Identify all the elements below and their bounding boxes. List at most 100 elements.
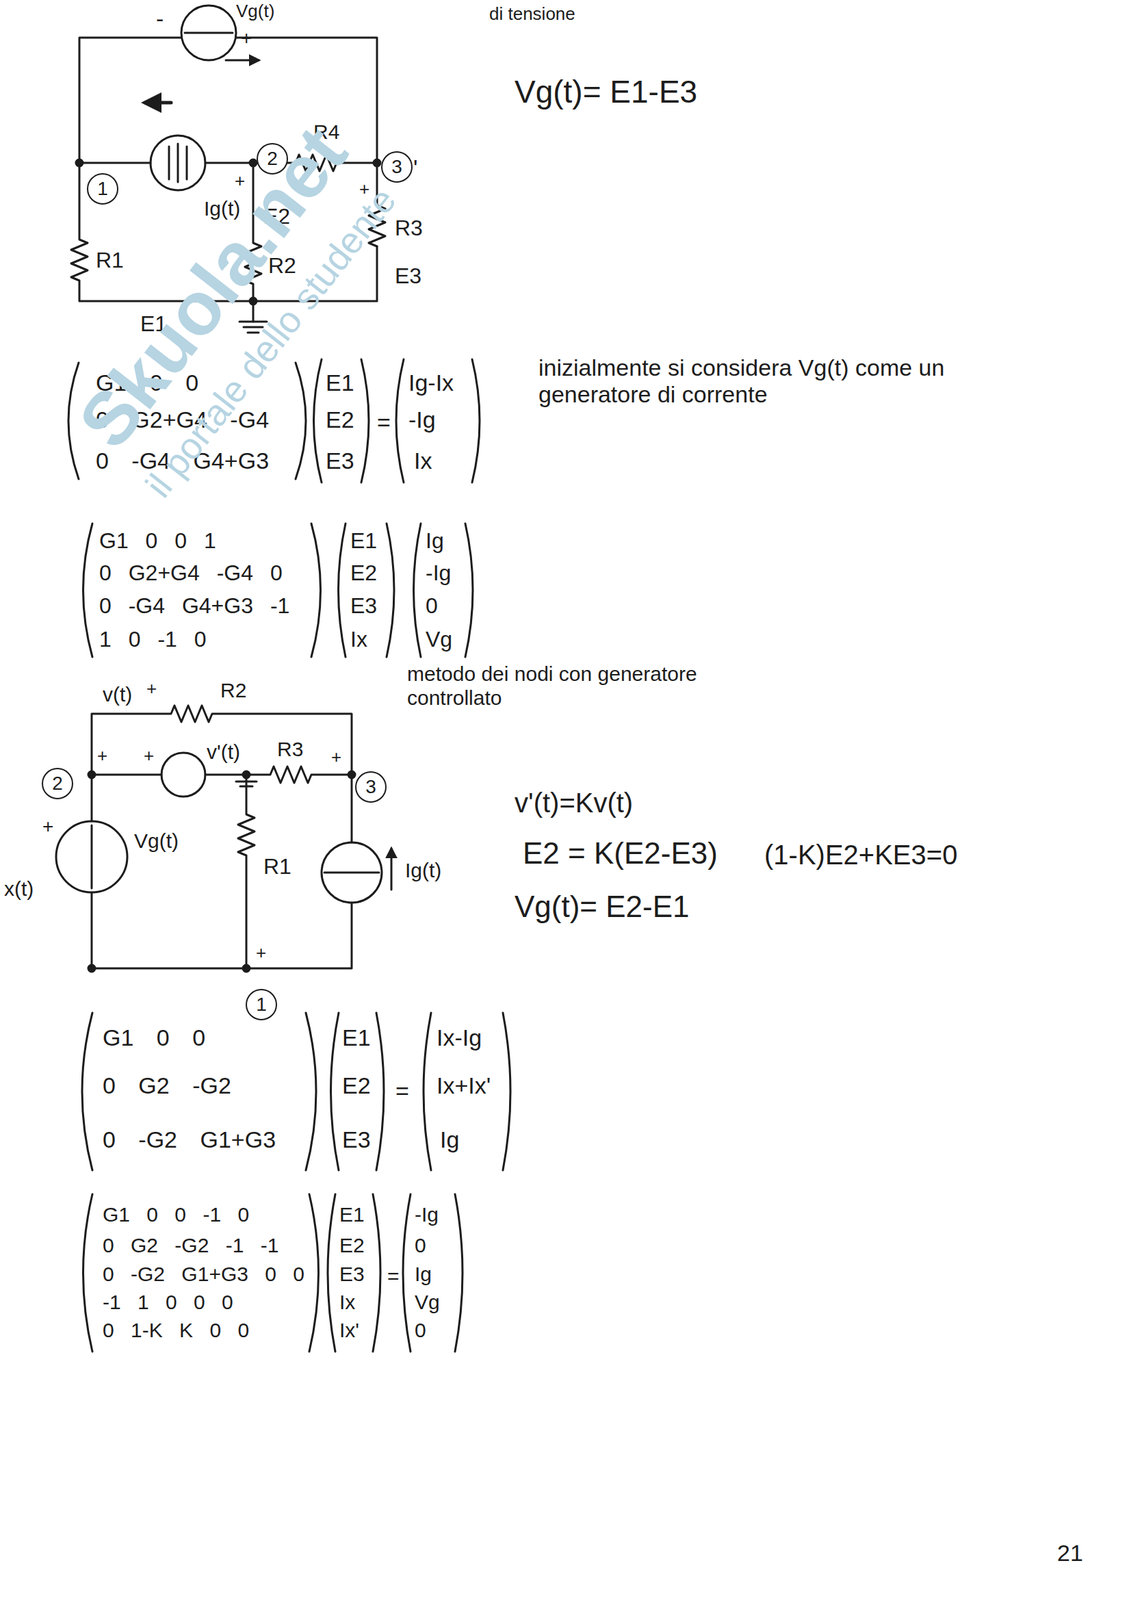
vector-entry: Ig [414,1262,432,1287]
vector-entry: 0 [425,593,438,619]
controlled-source-symbol [161,752,206,797]
component-label: R4 [313,120,340,145]
voltage-source-symbol [56,821,128,893]
signal-name: Vg(t) [236,1,275,22]
source-mark [169,143,187,182]
node-circle: 3 [355,771,387,803]
vector-entry: Ig-Ix [408,369,454,397]
matrix-row: -1 1 0 0 0 [102,1290,234,1315]
note: di tensione [489,4,576,25]
signal-name: Ig(t) [405,858,442,883]
vector-entry: Vg [425,626,453,653]
direction-arrow [225,59,259,62]
matrix-bracket [472,359,480,483]
vector-entry: Ix' [339,1318,360,1343]
matrix-row: G1 0 0 -1 0 [102,1202,250,1227]
wire [71,37,377,302]
matrix-row: 0 G2+G4 -G4 [95,406,269,434]
voltage-source-symbol [181,5,237,61]
component-label: R1 [263,853,292,880]
vector-entry: E2 [342,1072,371,1099]
node-number: 3 [365,777,377,797]
vector-entry: 0 [414,1318,427,1343]
vector-entry: E1 [342,1024,371,1051]
polarity-sign: + [42,815,54,838]
signal-name: x(t) [4,877,34,902]
polarity-sign: + [331,747,342,768]
matrix-bracket [338,523,347,657]
vector-entry: E2 [325,406,355,434]
equals-sign: = [377,409,391,436]
junction-dot [75,159,83,167]
vector-entry: Vg [414,1290,440,1315]
node-circle: 1 [86,173,119,205]
polarity-sign: + [143,745,154,767]
matrix-bracket [68,362,79,479]
matrix-bracket [309,1193,319,1352]
potential-label: E2 [263,203,291,230]
component-label: R2 [268,253,297,279]
potential-label: E3 [394,263,422,289]
polarity-sign: + [240,27,252,50]
prime-mark: ' [413,154,419,182]
vector-entry: Ig [439,1126,460,1153]
node-number: 3 [391,157,403,177]
polarity-sign: - [156,5,164,33]
matrix-bracket [361,359,369,483]
ground-symbol [236,781,257,787]
component-label: R2 [220,678,247,703]
signal-name: Vg(t) [134,829,179,854]
wire [244,162,262,322]
node-number: 2 [52,773,63,793]
polarity-sign: + [255,942,267,964]
vector-entry: -Ig [408,406,436,434]
vector-entry: E3 [342,1126,371,1153]
wire [236,37,386,247]
matrix-row: 0 G2 -G2 -1 -1 [102,1233,279,1258]
source-mark [91,825,94,889]
junction-dot [88,771,96,778]
source-mark [324,871,380,874]
equation: E2 = K(E2-E3) [522,836,718,871]
matrix-bracket [327,1193,336,1352]
direction-arrow [390,848,393,890]
matrix-bracket [372,1193,381,1352]
vector-entry: E3 [325,447,355,475]
ground-symbol [239,321,267,333]
equation: Vg(t)= E2-E1 [514,889,690,925]
matrix-bracket [82,1012,93,1170]
wire [91,766,352,843]
matrix-bracket [83,1193,94,1352]
component-label: R3 [394,215,423,241]
vector-entry: E1 [350,528,377,554]
matrix-bracket [502,1012,511,1170]
matrix-bracket [331,1012,340,1170]
equation: Vg(t)= E1-E3 [514,73,698,111]
vector-entry: Ix+Ix' [436,1072,491,1099]
vector-entry: -Ig [425,560,451,586]
vector-entry: E2 [350,560,377,586]
vector-entry: E2 [339,1233,365,1258]
junction-dot [348,771,356,778]
potential-label: E1 [140,311,167,337]
node-circle: 2 [41,767,74,800]
vector-entry: Ix [413,447,432,475]
vector-entry: 0 [414,1233,427,1258]
signal-name: v(t) [102,682,133,707]
matrix-row: G1 0 0 1 [99,528,217,554]
matrix-row: 0 -G2 G1+G3 [102,1126,276,1153]
matrix-row: G1 0 0 [95,369,199,397]
vector-entry: Ix [350,626,368,653]
matrix-bracket [465,523,473,657]
signal-name: v'(t) [206,740,241,765]
vector-entry: E1 [325,369,355,397]
polarity-sign: + [97,745,108,767]
matrix-bracket [413,523,422,657]
matrix-bracket [314,359,323,483]
current-source-symbol [321,842,382,903]
matrix-bracket [403,1193,411,1352]
equals-sign: = [395,1077,410,1105]
node-circle: 3 [381,151,413,183]
junction-dot [373,159,381,167]
matrix-row: 1 0 -1 0 [99,626,207,653]
